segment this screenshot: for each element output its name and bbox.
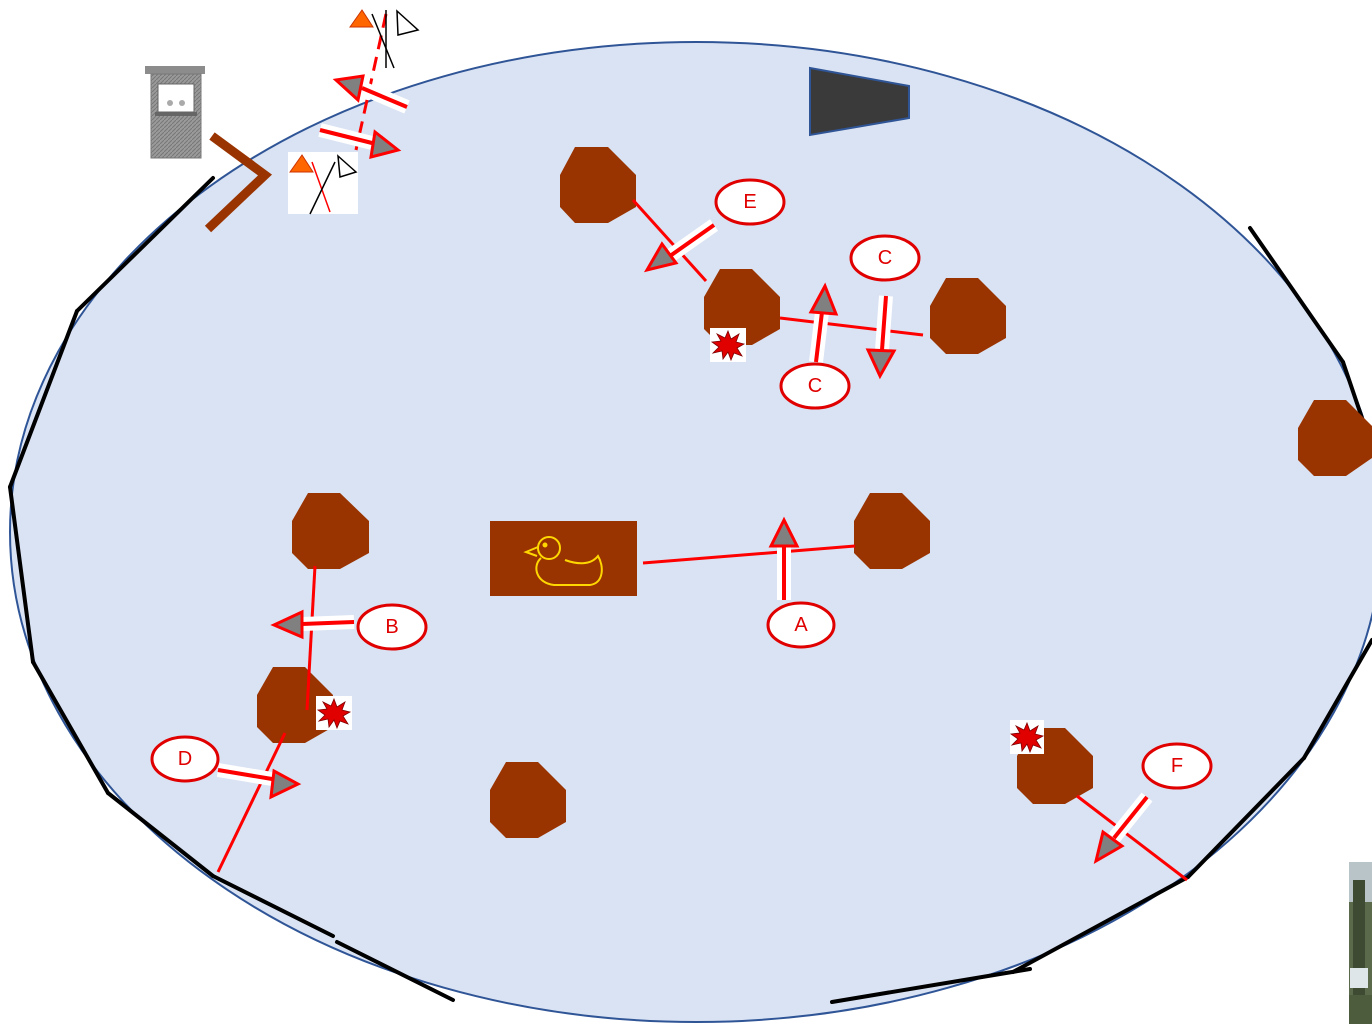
ticket-kiosk-icon: [145, 66, 205, 159]
obstacle-top-left: [560, 147, 636, 223]
arrow-d: [216, 763, 302, 800]
arrow-c-up: [808, 282, 839, 363]
photo-thumbnail: [1349, 862, 1372, 1024]
label-c-top: C: [849, 234, 921, 282]
obstacles: [257, 147, 1372, 838]
label-a: A: [766, 601, 836, 649]
start-flags-bottom: [288, 152, 358, 215]
route-line-f: [1076, 794, 1188, 882]
arrow-e: [643, 219, 719, 273]
arrow-start-out: [332, 74, 410, 114]
obstacle-bottom-center: [490, 762, 566, 838]
route-line-e: [631, 198, 708, 283]
tent-icon: [809, 66, 910, 137]
route-line-d: [216, 732, 287, 873]
duck-icon: [523, 536, 603, 586]
arrow-a: [768, 516, 800, 600]
hazard-icon-3: [1009, 720, 1045, 754]
label-a-text: A: [794, 614, 808, 636]
label-e: E: [714, 178, 786, 226]
arrow-b: [270, 609, 355, 640]
obstacle-right-top: [930, 278, 1006, 354]
label-c-bottom-text: C: [808, 375, 822, 397]
obstacle-center-right: [854, 493, 930, 569]
route-line-a: [642, 544, 856, 565]
obstacle-left-low: [257, 667, 333, 743]
arrow-start-in: [318, 123, 402, 160]
label-c-bottom: C: [779, 362, 851, 410]
entrance-chevron: [204, 132, 273, 233]
hazard-icon-2: [316, 696, 352, 730]
obstacle-center-top: [704, 269, 780, 345]
label-d: D: [150, 735, 220, 783]
arrow-c-down: [865, 295, 897, 380]
route-line-c: [779, 316, 924, 337]
boundary-fence: [8, 176, 1372, 1004]
route-line-b: [305, 565, 317, 711]
obstacle-far-right: [1298, 400, 1372, 476]
label-c-top-text: C: [878, 247, 892, 269]
start-flags-top: [349, 9, 420, 69]
arrow-f: [1093, 792, 1153, 865]
hazard-icon-1: [710, 328, 746, 362]
label-b: B: [356, 603, 428, 651]
obstacle-left-mid: [292, 493, 369, 569]
label-f-text: F: [1171, 755, 1183, 777]
label-e-text: E: [743, 191, 756, 213]
label-b-text: B: [385, 616, 398, 638]
label-f: F: [1141, 742, 1213, 790]
label-d-text: D: [178, 748, 192, 770]
duck-box: [490, 521, 637, 596]
